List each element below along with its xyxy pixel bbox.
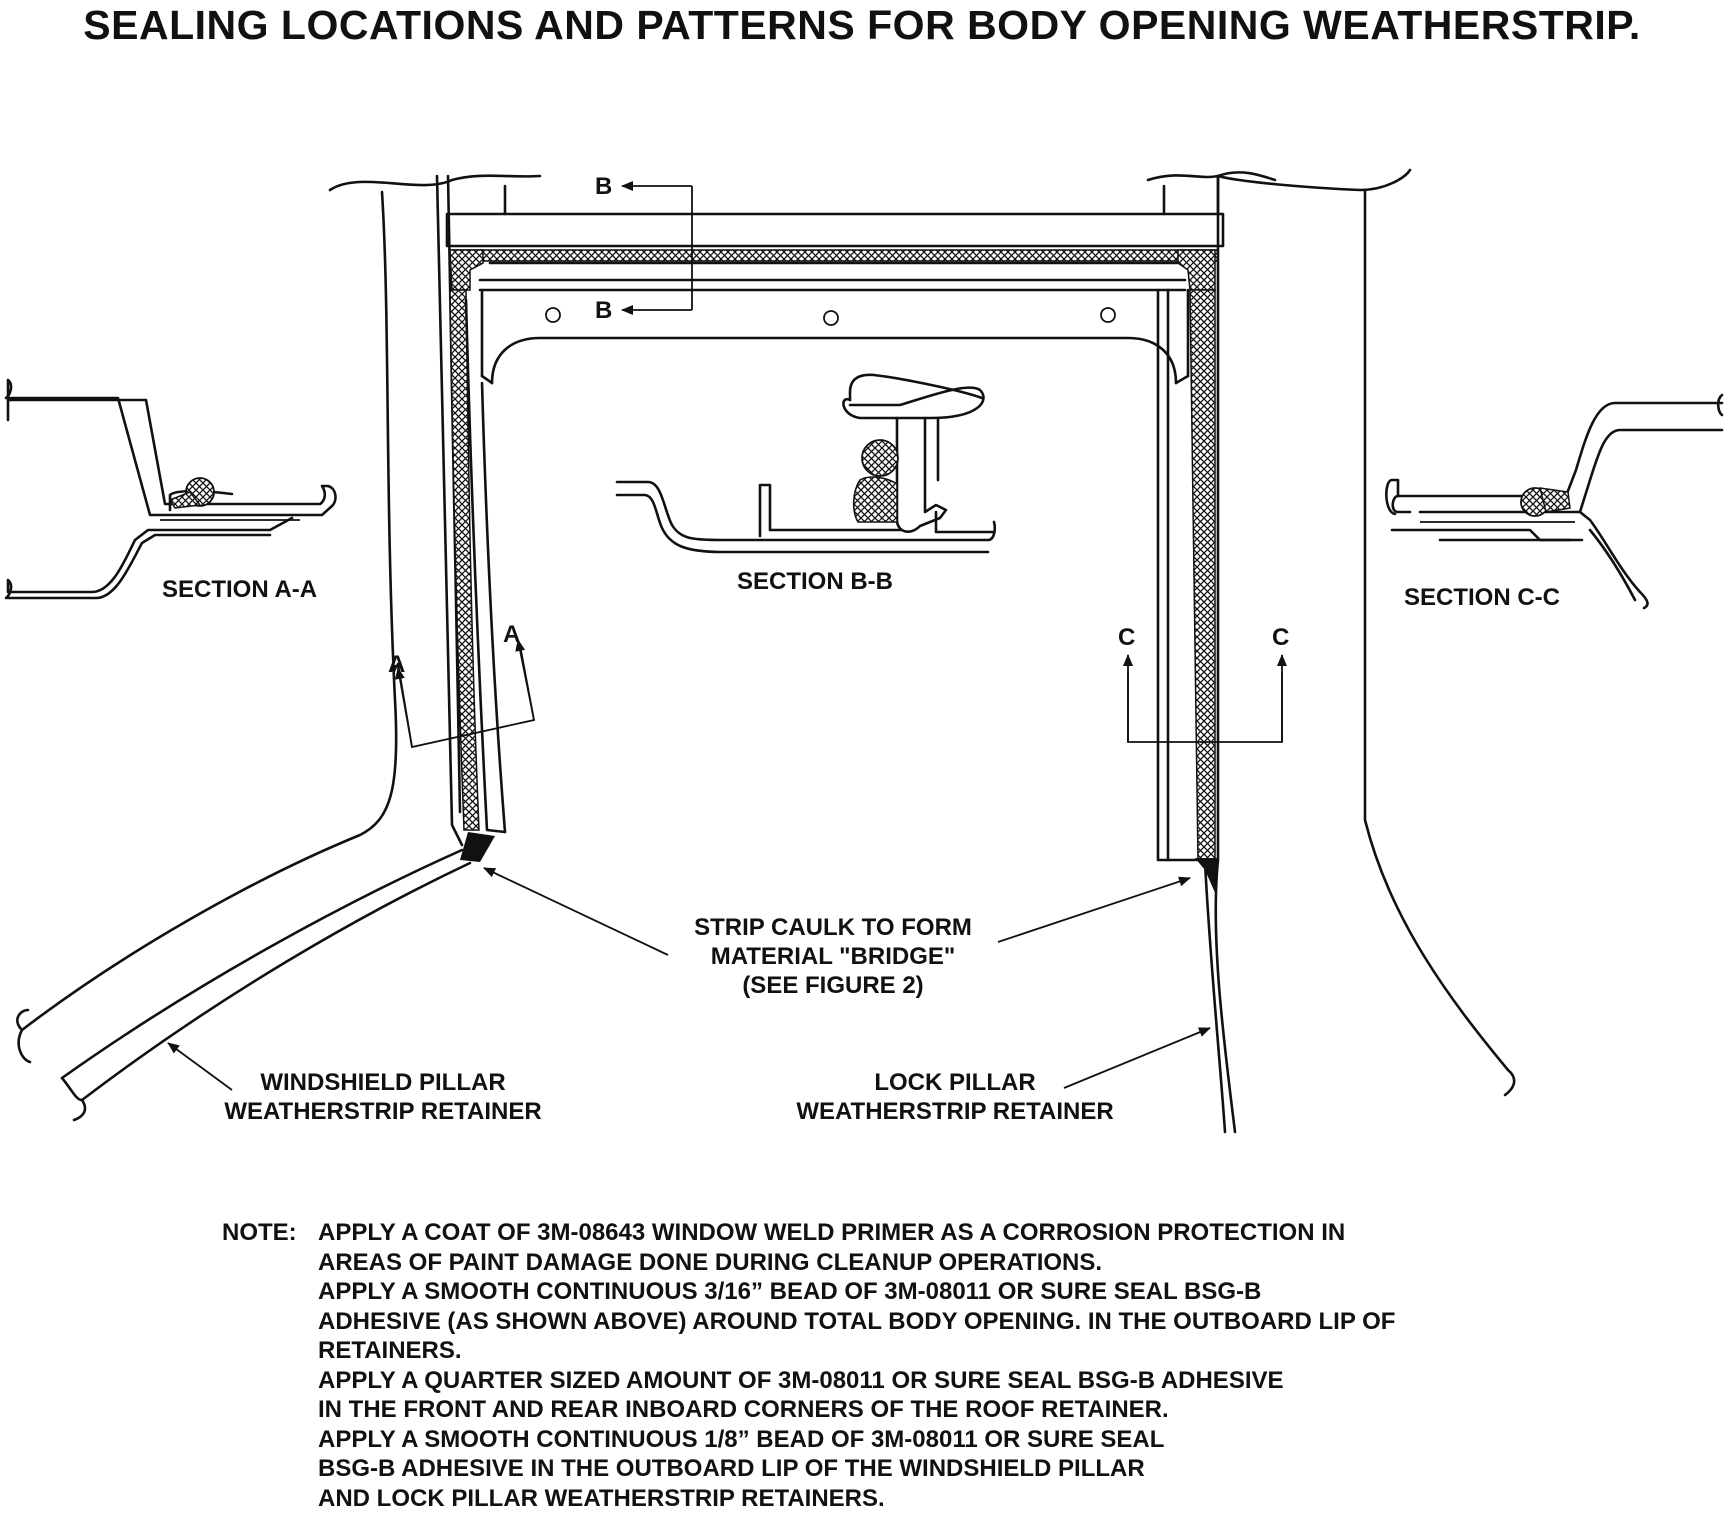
note-line: APPLY A QUARTER SIZED AMOUNT OF 3M-08011… (318, 1366, 1284, 1394)
note-line: ADHESIVE (AS SHOWN ABOVE) AROUND TOTAL B… (318, 1307, 1396, 1335)
windshield-callout-line-1: WINDSHIELD PILLAR (260, 1069, 505, 1096)
note-line: APPLY A SMOOTH CONTINUOUS 1/8” BEAD OF 3… (318, 1425, 1165, 1453)
section-a-a-label: SECTION A-A (162, 576, 317, 603)
note-body: APPLY A COAT OF 3M-08643 WINDOW WELD PRI… (318, 1218, 1724, 1513)
strip-caulk-line-2: MATERIAL "BRIDGE" (711, 943, 956, 970)
marker-a-left: A (388, 651, 405, 678)
diagram-title: SEALING LOCATIONS AND PATTERNS FOR BODY … (83, 2, 1641, 48)
section-b-b-drawing (615, 373, 997, 554)
note-line: AREAS OF PAINT DAMAGE DONE DURING CLEANU… (318, 1248, 1103, 1276)
section-line-a (393, 639, 536, 749)
strip-caulk-arrow-left (483, 867, 669, 956)
note-line: RETAINERS. (318, 1337, 462, 1364)
roof-retainer (445, 174, 1225, 385)
section-line-c (1123, 654, 1287, 743)
marker-b-bottom: B (595, 297, 612, 324)
strip-caulk-line-1: STRIP CAULK TO FORM (694, 914, 972, 941)
note-line: IN THE FRONT AND REAR INBOARD CORNERS OF… (318, 1396, 1169, 1423)
note-label: NOTE: (222, 1219, 297, 1246)
marker-b-top: B (595, 173, 612, 200)
marker-c-right: C (1272, 624, 1289, 651)
note-line: AND LOCK PILLAR WEATHERSTRIP RETAINERS. (318, 1484, 885, 1512)
strip-caulk-right (1195, 858, 1218, 895)
section-c-c-label: SECTION C-C (1404, 584, 1560, 611)
strip-caulk-left (460, 832, 495, 862)
lock-retainer-arrow (1063, 1027, 1211, 1089)
windshield-callout-line-2: WEATHERSTRIP RETAINER (224, 1098, 541, 1125)
lock-callout-line-2: WEATHERSTRIP RETAINER (796, 1098, 1113, 1125)
section-line-b (621, 181, 693, 315)
windshield-pillar-bead (449, 289, 480, 831)
section-a-a-drawing (4, 378, 337, 600)
section-b-b-label: SECTION B-B (737, 568, 893, 595)
note-line: APPLY A SMOOTH CONTINUOUS 3/16” BEAD OF … (318, 1278, 1262, 1305)
marker-a-right: A (503, 621, 520, 648)
strip-caulk-arrow-right (997, 876, 1191, 943)
lock-pillar-bead (1189, 289, 1216, 861)
note-line: APPLY A COAT OF 3M-08643 WINDOW WELD PRI… (318, 1219, 1346, 1246)
strip-caulk-line-3: (SEE FIGURE 2) (742, 972, 923, 999)
note-line: BSG-B ADHESIVE IN THE OUTBOARD LIP OF TH… (318, 1455, 1145, 1482)
marker-c-left: C (1118, 624, 1135, 651)
windshield-retainer-arrow (167, 1042, 233, 1091)
lock-callout-line-1: LOCK PILLAR (874, 1069, 1035, 1096)
section-c-c-drawing (1385, 393, 1724, 610)
